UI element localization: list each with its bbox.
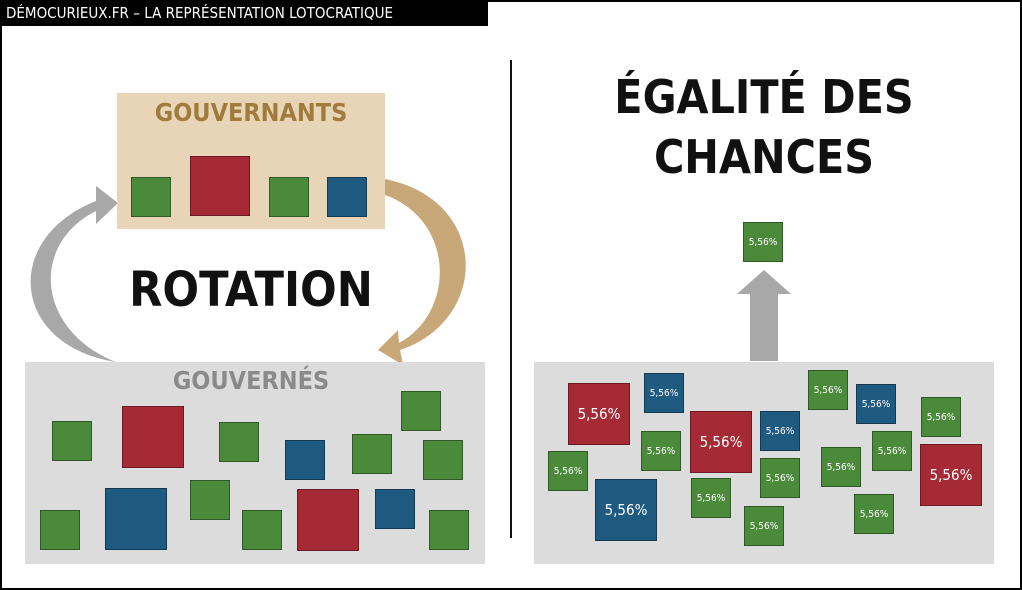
governor-square-blue (327, 177, 367, 217)
governed-square-red (122, 406, 184, 468)
governed-square-green (190, 480, 230, 520)
pool-square-green: 5,56% (808, 370, 848, 410)
rotation-label: ROTATION (129, 262, 373, 318)
selected-citizen-square: 5,56% (743, 222, 783, 262)
rotation-arrow-down (378, 179, 466, 365)
selection-arrow-up (737, 270, 791, 361)
pool-square-green: 5,56% (760, 458, 800, 498)
governed-square-green (40, 510, 80, 550)
pool-square-blue: 5,56% (644, 373, 684, 413)
pool-square-blue: 5,56% (595, 479, 657, 541)
pool-square-red: 5,56% (920, 444, 982, 506)
governed-label: GOUVERNÉS (172, 366, 330, 395)
pool-square-green: 5,56% (921, 397, 961, 437)
header-title: DÉMOCURIEUX.FR – LA REPRÉSENTATION LOTOC… (0, 0, 488, 26)
governed-square-green (429, 510, 469, 550)
pool-square-green: 5,56% (691, 478, 731, 518)
governed-square-green (352, 434, 392, 474)
governed-square-blue (285, 440, 325, 480)
governed-square-green (242, 510, 282, 550)
governor-square-red (190, 156, 250, 216)
governed-square-green (423, 440, 463, 480)
pool-square-green: 5,56% (548, 451, 588, 491)
pool-square-green: 5,56% (744, 506, 784, 546)
pool-square-green: 5,56% (641, 431, 681, 471)
governed-square-green (219, 422, 259, 462)
equality-title-line2: CHANCES (653, 130, 875, 184)
governed-square-green (52, 421, 92, 461)
pool-square-green: 5,56% (854, 494, 894, 534)
pool-square-green: 5,56% (872, 431, 912, 471)
governed-square-blue (375, 489, 415, 529)
pool-square-blue: 5,56% (856, 384, 896, 424)
governors-label: GOUVERNANTS (154, 98, 348, 127)
equality-title-line1: ÉGALITÉ DES (614, 70, 914, 124)
pool-square-red: 5,56% (690, 411, 752, 473)
governor-square-green (131, 177, 171, 217)
governed-square-green (401, 391, 441, 431)
pool-square-red: 5,56% (568, 383, 630, 445)
governed-square-blue (105, 488, 167, 550)
pool-square-green: 5,56% (821, 447, 861, 487)
rotation-arrow-up (30, 186, 118, 362)
governor-square-green (269, 177, 309, 217)
governed-square-red (297, 489, 359, 551)
pool-square-blue: 5,56% (760, 411, 800, 451)
